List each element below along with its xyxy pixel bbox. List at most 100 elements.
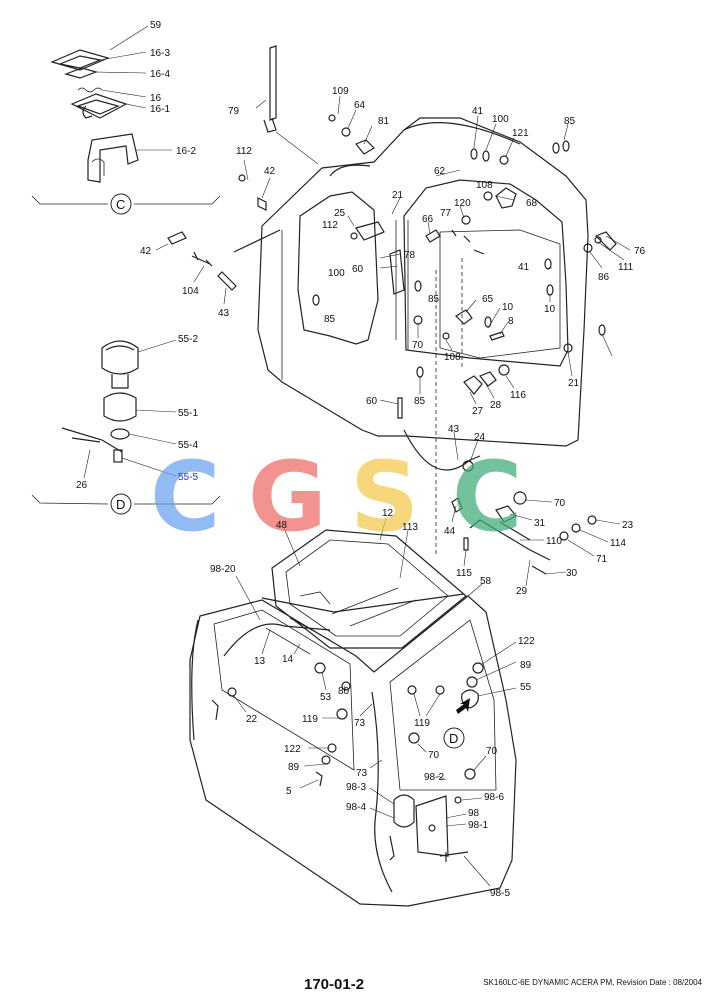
footer-model-note: SK160LC-6E DYNAMIC ACERA PM, Revision Da… xyxy=(483,978,702,987)
part-label: 29 xyxy=(516,586,528,597)
detail-c-circle xyxy=(110,193,132,215)
detail-d-group: D xyxy=(31,231,237,515)
part-label: 70 xyxy=(554,498,566,509)
part-label: 30 xyxy=(566,568,578,579)
part-label: 42 xyxy=(140,246,152,257)
part-label: 78 xyxy=(404,250,416,261)
part-label: 113 xyxy=(402,522,418,533)
part-label: 89 xyxy=(520,660,532,671)
part-104-pin xyxy=(191,251,213,267)
part-label: 41 xyxy=(472,106,484,117)
part-label: 16-2 xyxy=(176,146,196,157)
part-label: 114 xyxy=(610,538,626,549)
part-label: 119 xyxy=(302,714,318,725)
detail-d-bracket xyxy=(31,494,221,505)
part-label: 13 xyxy=(254,656,266,667)
part-label: 66 xyxy=(422,214,434,225)
detail-c-bracket xyxy=(31,195,221,205)
part-label: 108 xyxy=(444,352,461,363)
part-label: 70 xyxy=(486,746,498,757)
watermark-letter: C xyxy=(452,441,522,553)
part-label: 16-1 xyxy=(150,104,170,115)
part-label: 112 xyxy=(322,220,338,231)
part-label: 55-4 xyxy=(178,440,198,451)
detail-c-group: C xyxy=(31,25,221,215)
part-label: 85 xyxy=(428,294,440,305)
part-label: 31 xyxy=(534,518,546,529)
part-label: 12 xyxy=(382,508,394,519)
part-label: 98-3 xyxy=(346,782,366,793)
detail-d-circle xyxy=(110,493,132,515)
part-label: 89 xyxy=(288,762,300,773)
part-label: 79 xyxy=(228,106,240,117)
part-label: 100 xyxy=(328,268,345,279)
part-label: 86 xyxy=(598,272,610,283)
part-label: 43 xyxy=(448,424,460,435)
part-label: 42 xyxy=(264,166,276,177)
part-label: 70 xyxy=(428,750,440,761)
part-label: 14 xyxy=(282,654,294,665)
part-label: 25 xyxy=(334,208,346,219)
part-label: 122 xyxy=(518,636,535,647)
part-label: 81 xyxy=(378,116,390,127)
part-label: 8 xyxy=(508,316,514,327)
part-label: 21 xyxy=(392,190,404,201)
part-16-latch-arm xyxy=(82,105,93,119)
part-label: 65 xyxy=(482,294,494,305)
part-55-1-mount xyxy=(103,392,137,422)
part-label: 59 xyxy=(150,20,162,31)
part-label: 100 xyxy=(492,114,509,125)
part-label: 55-2 xyxy=(178,334,198,345)
part-label: 16 xyxy=(150,93,162,104)
part-label: 26 xyxy=(76,480,88,491)
part-55-5-switch xyxy=(113,449,123,463)
part-label: 73 xyxy=(356,768,368,779)
watermark-letter: C xyxy=(150,441,220,553)
part-42-pin xyxy=(167,231,187,245)
part-label: 24 xyxy=(474,432,486,443)
part-label: 98-2 xyxy=(424,772,444,783)
part-label: 10 xyxy=(544,304,556,315)
part-label-highlighted: 55-5 xyxy=(178,472,198,483)
part-label: 109 xyxy=(332,86,349,97)
part-43-pin xyxy=(217,271,237,291)
part-label: 5 xyxy=(286,786,292,797)
part-label: 104 xyxy=(182,286,199,297)
cab-frame-upper xyxy=(233,45,617,556)
part-label: 43 xyxy=(218,308,230,319)
watermark-letter: G xyxy=(248,441,327,553)
part-label: 55 xyxy=(520,682,532,693)
part-label: 27 xyxy=(472,406,484,417)
part-label: 110 xyxy=(546,536,562,547)
part-label: 85 xyxy=(414,396,426,407)
part-label: 98 xyxy=(468,808,480,819)
part-label: 58 xyxy=(480,576,492,587)
part-label: 62 xyxy=(434,166,446,177)
view-arrow-d xyxy=(456,698,470,714)
part-label: 98-4 xyxy=(346,802,366,813)
part-label: 98-6 xyxy=(484,792,504,803)
part-label: 60 xyxy=(352,264,364,275)
part-label: 80 xyxy=(338,686,350,697)
part-label: 98-1 xyxy=(468,820,488,831)
part-26-cable xyxy=(61,427,123,453)
part-label: 119 xyxy=(414,718,430,729)
part-label: 22 xyxy=(246,714,258,725)
part-label: 41 xyxy=(518,262,530,273)
part-label: 108 xyxy=(476,180,493,191)
part-label: 85 xyxy=(564,116,576,127)
part-16-2-handle-inner xyxy=(91,158,105,176)
part-label: 21 xyxy=(568,378,580,389)
part-label: 115 xyxy=(456,568,472,579)
part-55-2-mount xyxy=(101,340,139,375)
part-label: 55-1 xyxy=(178,408,198,419)
part-59-plate xyxy=(50,49,110,71)
part-16-latch xyxy=(70,93,128,119)
watermark: C G S C xyxy=(150,441,522,553)
view-d-circle xyxy=(443,727,465,749)
part-label: 23 xyxy=(622,520,634,531)
part-label: 121 xyxy=(512,128,529,139)
part-label: 71 xyxy=(596,554,608,565)
part-16-2-handle xyxy=(87,133,139,183)
